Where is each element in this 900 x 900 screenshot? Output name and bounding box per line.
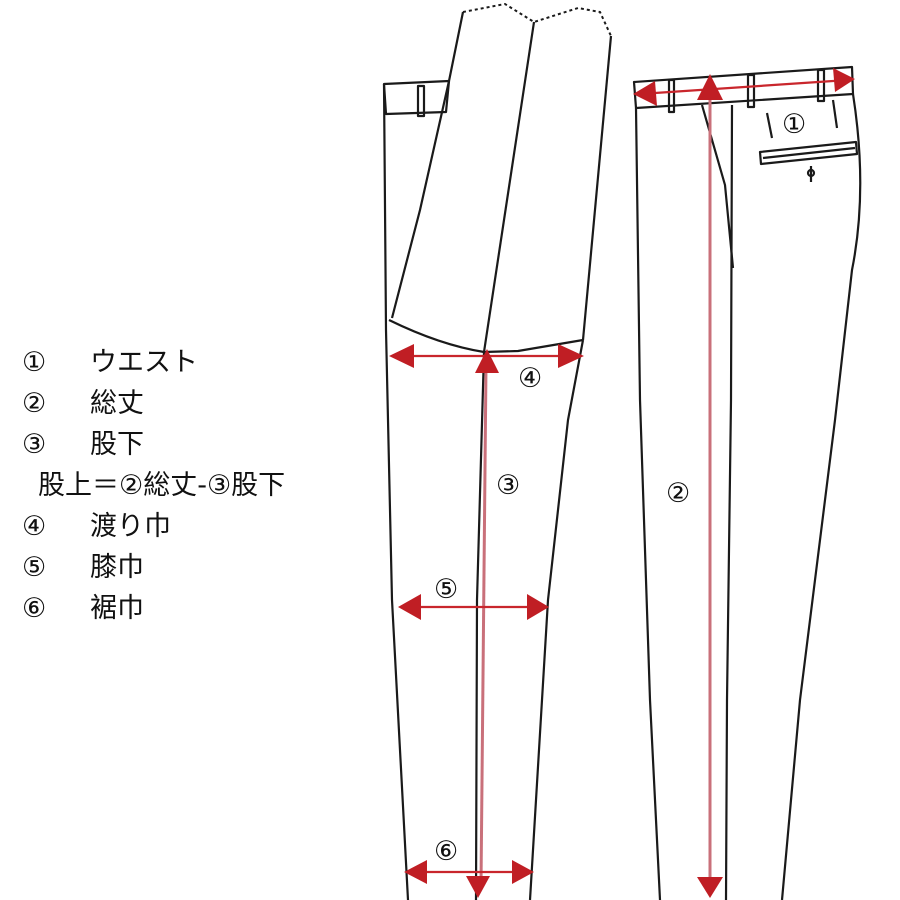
- inseam-line: [474, 351, 486, 900]
- waist-measure: ①: [633, 68, 855, 140]
- arrow-right-icon: [527, 594, 549, 620]
- pocket-welt: [762, 146, 856, 160]
- right-pant-left-seam: [634, 107, 662, 900]
- pleat: [831, 99, 839, 129]
- total-length-measure: ②: [666, 74, 723, 898]
- legend-label: ウエスト: [90, 347, 198, 378]
- legend-number: ⑥: [22, 593, 47, 624]
- legend-item-waist: ① ウエスト: [22, 342, 285, 383]
- right-pant-right-seam: [780, 93, 862, 900]
- inseam-marker: ③: [496, 470, 520, 501]
- waistband-left: [382, 79, 451, 116]
- knee-marker: ⑤: [434, 574, 458, 605]
- folded-panel-right-edge: [581, 35, 613, 341]
- legend-item-hem-width: ⑥ 裾巾: [22, 588, 285, 629]
- legend-item-total-length: ② 総丈: [22, 383, 285, 424]
- arrow-down-icon: [466, 876, 490, 898]
- crotch-curve: [388, 319, 584, 354]
- legend-label: 裾巾: [90, 593, 144, 624]
- arrow-left-icon: [404, 860, 427, 884]
- legend-item-inseam: ③ 股下: [22, 424, 285, 465]
- center-crease: [724, 104, 734, 900]
- left-outer-seam: [382, 83, 410, 900]
- arrow-up-icon: [475, 349, 499, 373]
- pleat: [765, 112, 774, 139]
- measurement-legend: ① ウエスト ② 総丈 ③ 股下 股上＝②総丈-③股下 ④ 渡り巾 ⑤ 膝巾 ⑥…: [22, 342, 285, 629]
- folded-panel-left-edge: [390, 11, 465, 319]
- arrow-left-icon: [398, 594, 421, 620]
- legend-number: ④: [22, 511, 47, 542]
- left-trousers-outline: [382, 2, 613, 900]
- thigh-marker: ④: [518, 363, 542, 394]
- right-outer-seam: [528, 339, 585, 900]
- arrow-right-icon: [558, 344, 584, 368]
- belt-loop: [416, 84, 426, 118]
- hem-marker: ⑥: [434, 836, 458, 867]
- inseam-measure: ③: [466, 349, 520, 898]
- legend-label: 膝巾: [90, 552, 144, 583]
- belt-loop: [816, 68, 826, 103]
- legend-item-thigh-width: ④ 渡り巾: [22, 506, 285, 547]
- hem-width-measure: ⑥: [404, 836, 534, 884]
- legend-number: ②: [22, 388, 47, 419]
- waist-marker: ①: [782, 109, 806, 140]
- folded-panel-center: [482, 21, 536, 353]
- arrow-right-icon: [833, 68, 855, 92]
- folded-panel-dotted-top: [462, 2, 612, 37]
- arrow-left-icon: [389, 344, 414, 368]
- arrow-down-icon: [697, 877, 723, 898]
- legend-label: 総丈: [90, 388, 144, 419]
- arrow-left-icon: [633, 81, 657, 106]
- belt-loop: [746, 73, 756, 109]
- legend-number: ①: [22, 347, 47, 378]
- fly-curve: [700, 104, 735, 269]
- legend-label: 股下: [90, 429, 144, 460]
- formula-text: 股上＝②総丈-③股下: [38, 470, 286, 501]
- arrow-right-icon: [512, 860, 534, 884]
- arrow-up-icon: [697, 74, 723, 100]
- belt-loop: [667, 78, 676, 114]
- legend-number: ⑤: [22, 552, 47, 583]
- legend-rise-formula: 股上＝②総丈-③股下: [22, 465, 285, 506]
- legend-number: ③: [22, 429, 47, 460]
- back-pocket: [758, 140, 859, 166]
- knee-width-measure: ⑤: [398, 574, 549, 620]
- legend-item-knee-width: ⑤ 膝巾: [22, 547, 285, 588]
- total-length-marker: ②: [666, 478, 690, 509]
- thigh-width-measure: ④: [389, 344, 584, 394]
- legend-label: 渡り巾: [90, 511, 171, 542]
